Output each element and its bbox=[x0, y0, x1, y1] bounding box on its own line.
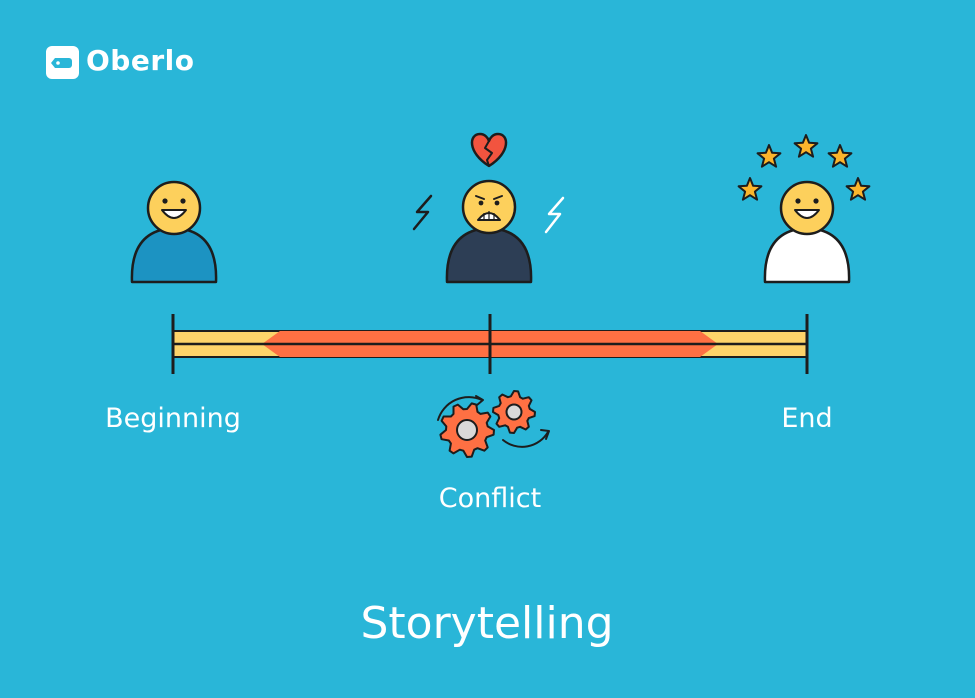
smiling-person-icon bbox=[763, 180, 851, 284]
broken-heart-icon bbox=[470, 132, 508, 168]
stage-label-beginning: Beginning bbox=[105, 403, 241, 434]
star-icon bbox=[737, 177, 763, 201]
lightning-bolt-icon bbox=[412, 194, 565, 234]
timeline-bar bbox=[171, 314, 809, 374]
price-tag-icon bbox=[46, 46, 79, 79]
star-icon bbox=[793, 134, 819, 158]
worried-person-icon bbox=[445, 179, 533, 284]
diagram-title: Storytelling bbox=[360, 598, 614, 649]
stage-label-conflict: Conflict bbox=[438, 483, 542, 514]
brand-name: Oberlo bbox=[86, 44, 195, 77]
star-icon bbox=[756, 144, 782, 168]
stars-icon bbox=[737, 134, 871, 201]
star-icon bbox=[845, 177, 871, 201]
stage-label-end: End bbox=[781, 403, 833, 434]
gears-icon bbox=[437, 390, 550, 458]
smiling-person-icon bbox=[130, 180, 218, 284]
star-icon bbox=[827, 144, 853, 168]
